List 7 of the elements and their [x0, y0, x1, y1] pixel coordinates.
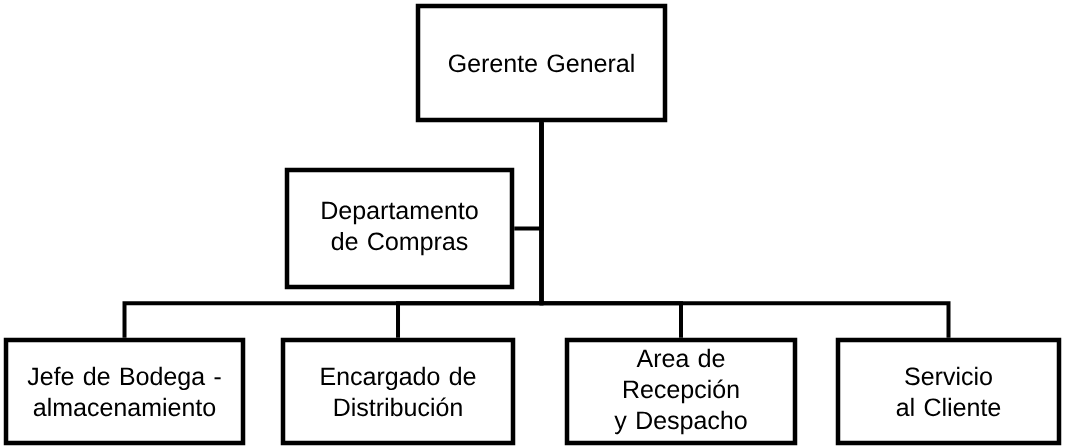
org-box: Jefe de Bodega - almacenamiento — [3, 337, 246, 446]
connector-line — [539, 122, 951, 338]
org-box: Gerente General — [415, 3, 668, 123]
org-box: Departamento de Compras — [284, 167, 515, 290]
org-box: Area de Recepción y Despacho — [564, 337, 798, 446]
org-box: Encargado de Distribución — [280, 337, 516, 446]
org-box: Servicio al Cliente — [835, 337, 1062, 446]
